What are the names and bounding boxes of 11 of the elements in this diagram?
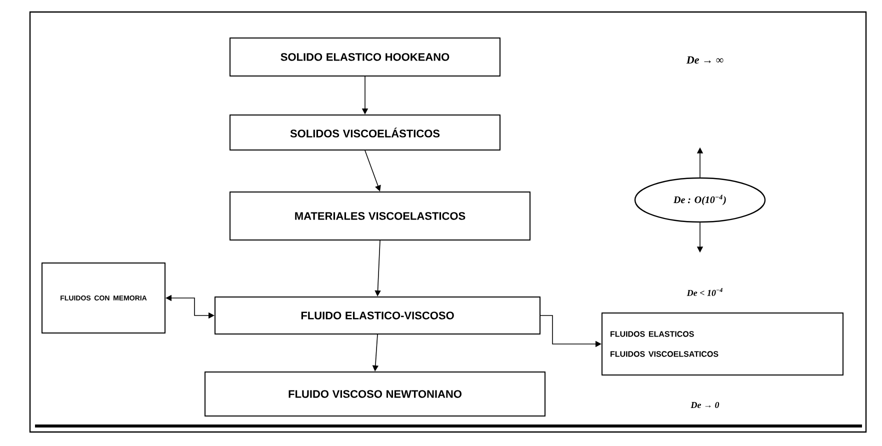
formula-label: De → 0 xyxy=(690,402,720,408)
ellipse-node: De : O(10$^{−4}$) xyxy=(634,177,766,223)
formula-label: De < 10$^{−4}$ xyxy=(686,288,722,296)
process-box: MATERIALES VISCOELASTICOS xyxy=(230,192,530,240)
arrow xyxy=(364,150,381,192)
process-box: SOLIDOS VISCOELÁSTICOS xyxy=(230,114,500,150)
process-box: FLUIDO ELASTICO-VISCOSO xyxy=(214,296,540,334)
formula-label: De → ∞ xyxy=(686,56,724,64)
process-box: FLUIDO VISCOSO NEWTONIANO xyxy=(204,372,546,416)
process-box: SOLIDO ELASTICO HOOKEANO xyxy=(230,38,500,76)
process-box: FLUIDOS ELASTICOS FLUIDOS VISCOELSATICOS xyxy=(602,312,844,376)
